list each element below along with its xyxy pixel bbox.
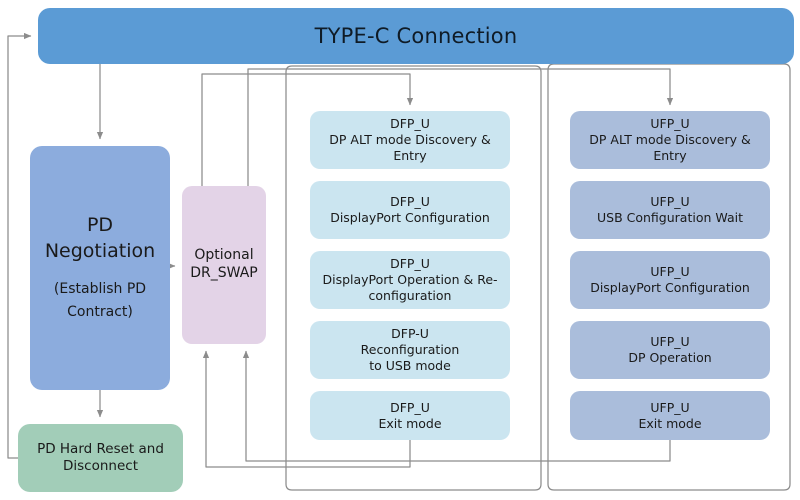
ufp-state-1[interactable]: UFP_U USB Configuration Wait (570, 181, 770, 239)
dfp-state-4-role: DFP_U (390, 399, 430, 415)
ufp-state-2[interactable]: UFP_U DisplayPort Configuration (570, 251, 770, 309)
pd-negotiation-title-line2: Negotiation (44, 240, 156, 262)
pd-negotiation-node[interactable]: PD Negotiation (Establish PD Contract) (30, 146, 170, 390)
dfp-state-0[interactable]: DFP_U DP ALT mode Discovery & Entry (310, 111, 510, 169)
dfp-state-1-role: DFP_U (390, 194, 430, 209)
pd-hard-reset-line2: Disconnect (63, 458, 138, 474)
ufp-state-3-role: UFP_U (650, 334, 690, 349)
wire-drswap-to-ufp-entry (247, 68, 674, 186)
wire-ufp-column-loop (547, 63, 791, 491)
wire-hardreset-to-typec (7, 32, 32, 459)
dfp-state-0-role: DFP_U (390, 116, 430, 131)
dfp-state-1[interactable]: DFP_U DisplayPort Configuration (310, 181, 510, 239)
ufp-state-4-line1: Exit mode (638, 415, 702, 431)
pd-negotiation-subtitle-line2: Contract) (67, 304, 133, 321)
ufp-state-3-line1: DP Operation (628, 350, 712, 365)
wire-ufp-exit-to-drswap (242, 350, 671, 462)
typec-header-label: TYPE-C Connection (314, 23, 518, 48)
wire-dfp-column-loop (285, 65, 542, 491)
wire-drswap-to-dfp-entry (201, 73, 414, 186)
dfp-state-2-role: DFP_U (390, 256, 430, 271)
dfp-state-4[interactable]: DFP_U Exit mode (310, 391, 510, 440)
dfp-state-0-line2: Entry (393, 148, 427, 163)
dfp-state-2-line2: configuration (368, 288, 452, 303)
dfp-state-4-line1: Exit mode (378, 415, 442, 431)
ufp-state-2-line1: DisplayPort Configuration (590, 280, 750, 295)
ufp-state-0-role: UFP_U (650, 116, 690, 131)
ufp-state-4[interactable]: UFP_U Exit mode (570, 391, 770, 440)
typec-connection-header[interactable]: TYPE-C Connection (38, 8, 794, 64)
dfp-state-2[interactable]: DFP_U DisplayPort Operation & Re- config… (310, 251, 510, 309)
pd-hard-reset-node[interactable]: PD Hard Reset and Disconnect (18, 424, 183, 492)
dfp-state-1-line1: DisplayPort Configuration (330, 210, 490, 225)
dfp-state-0-line1: DP ALT mode Discovery & (329, 132, 491, 147)
dfp-state-3-role: DFP-U (391, 326, 429, 341)
dfp-state-3-line1: Reconfiguration (360, 342, 460, 357)
dr-swap-line1: Optional (194, 247, 254, 264)
dr-swap-line2: DR_SWAP (190, 265, 258, 281)
wire-dfp-exit-to-drswap (202, 350, 411, 468)
ufp-state-3[interactable]: UFP_U DP Operation (570, 321, 770, 379)
optional-dr-swap-node[interactable]: Optional DR_SWAP (182, 186, 266, 344)
ufp-state-0-line1: DP ALT mode Discovery & (589, 132, 751, 147)
dfp-state-2-line1: DisplayPort Operation & Re- (322, 272, 498, 287)
pd-hard-reset-line1: PD Hard Reset and (37, 440, 164, 457)
ufp-state-2-role: UFP_U (650, 264, 690, 279)
ufp-state-1-role: UFP_U (650, 194, 690, 209)
dfp-state-3-line2: to USB mode (369, 358, 451, 373)
ufp-state-0-line2: Entry (653, 148, 687, 163)
dfp-state-3[interactable]: DFP-U Reconfiguration to USB mode (310, 321, 510, 379)
ufp-state-1-line1: USB Configuration Wait (597, 210, 743, 225)
pd-negotiation-title-line1: PD (86, 213, 114, 236)
ufp-state-0[interactable]: UFP_U DP ALT mode Discovery & Entry (570, 111, 770, 169)
pd-negotiation-subtitle-line1: (Establish PD (53, 281, 147, 298)
ufp-state-4-role: UFP_U (650, 399, 690, 415)
